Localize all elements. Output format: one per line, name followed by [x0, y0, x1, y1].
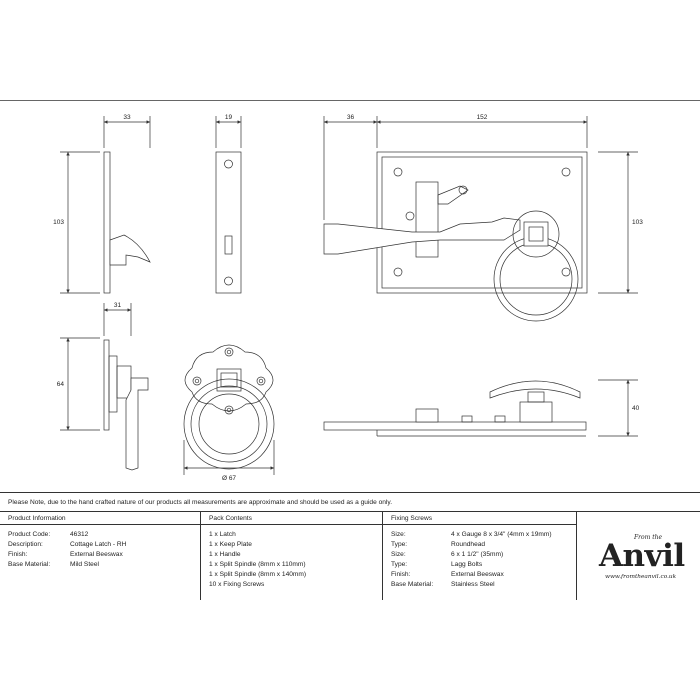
ring-front-view: [183, 344, 275, 470]
ring-side-view: [103, 339, 149, 471]
plan-view: [323, 380, 587, 437]
screw-row: Size:6 x 1 1/2" (35mm): [391, 551, 504, 558]
screw-row: Type:Lagg Bolts: [391, 561, 483, 568]
anvil-logo: From the Anvil www.fromtheanvil.co.uk: [577, 512, 700, 600]
measurement-note: Please Note, due to the hand crafted nat…: [0, 492, 700, 512]
fixing-screws-header: Fixing Screws: [383, 512, 576, 525]
dim-rose-depth: 31: [114, 302, 122, 309]
keep-plate-view: [215, 151, 242, 294]
technical-drawing: 33 19 36 152 103 103 31 64 Ø 67 40: [0, 100, 700, 482]
dim-height-left: 103: [53, 219, 64, 226]
screw-row: Finish:External Beeswax: [391, 571, 504, 578]
side-view-latch: [103, 151, 151, 294]
pack-item: 1 x Handle: [209, 551, 241, 558]
screw-row: Size:4 x Gauge 8 x 3/4" (4mm x 19mm): [391, 531, 552, 538]
logo-name: Anvil: [599, 538, 685, 574]
dim-plate-width: 19: [225, 114, 233, 121]
dim-ring-diameter: Ø 67: [222, 475, 236, 482]
technical-sheet: 33 19 36 152 103 103 31 64 Ø 67 40 Pleas…: [0, 100, 700, 600]
front-view-latch: [323, 151, 588, 322]
dim-overall-width: 152: [477, 114, 488, 121]
screw-row: Base Material:Stainless Steel: [391, 581, 495, 588]
dim-handle-offset: 36: [347, 114, 355, 121]
product-info-row: Description:Cottage Latch - RH: [8, 541, 127, 548]
fixing-screws-panel: Fixing Screws Size:4 x Gauge 8 x 3/4" (4…: [382, 512, 576, 600]
product-information-header: Product Information: [0, 512, 200, 525]
product-information-panel: Product Information Product Code:46312 D…: [0, 512, 200, 600]
logo-from-text: From the: [634, 534, 663, 541]
dim-side-width: 33: [123, 114, 131, 121]
product-info-row: Product Code:46312: [8, 531, 89, 538]
brand-panel: From the Anvil www.fromtheanvil.co.uk: [576, 512, 700, 600]
logo-url: www.fromtheanvil.co.uk: [605, 574, 677, 580]
screw-row: Type:Roundhead: [391, 541, 486, 548]
pack-item: 1 x Latch: [209, 531, 236, 538]
pack-item: 1 x Split Spindle (8mm x 140mm): [209, 571, 307, 578]
pack-item: 1 x Split Spindle (8mm x 110mm): [209, 561, 306, 568]
dim-projection: 40: [632, 405, 640, 412]
product-info-row: Finish:External Beeswax: [8, 551, 123, 558]
product-info-row: Base Material:Mild Steel: [8, 561, 99, 568]
pack-contents-header: Pack Contents: [201, 512, 382, 525]
pack-item: 1 x Keep Plate: [209, 541, 252, 548]
dim-ring-height: 64: [57, 381, 65, 388]
pack-contents-panel: Pack Contents 1 x Latch 1 x Keep Plate 1…: [200, 512, 382, 600]
pack-item: 10 x Fixing Screws: [209, 581, 265, 588]
dim-height-right: 103: [632, 219, 643, 226]
